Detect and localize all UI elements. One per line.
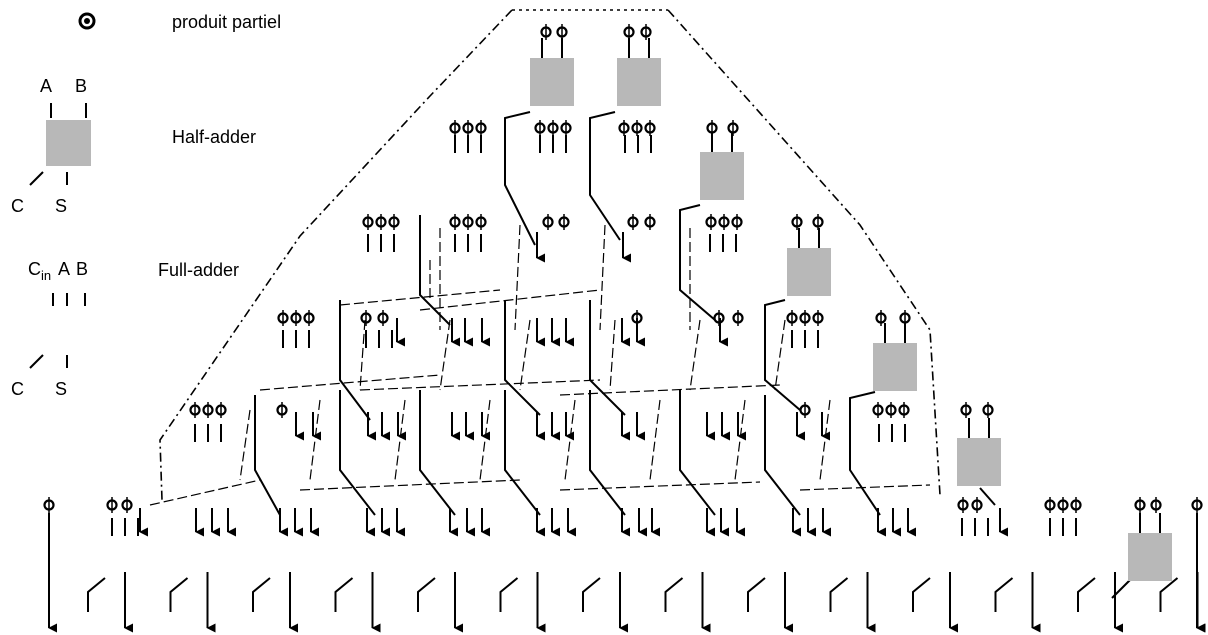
- intermediate-arrows: [139, 232, 1009, 537]
- partial-product-legend: produit partiel: [78, 12, 281, 32]
- tree-routing: [149, 224, 931, 506]
- carry-line: [747, 577, 766, 612]
- full-adder-label: Full-adder: [158, 260, 239, 280]
- half-adder-label: Half-adder: [172, 127, 256, 147]
- carry-line: [334, 577, 354, 612]
- full-adder-carry-in: C: [28, 259, 41, 279]
- half-adder-group: [530, 38, 1172, 581]
- half-adder-legend: A B C S Half-adder: [11, 76, 256, 216]
- tree-boundary: [159, 9, 941, 501]
- full-adder-sum: S: [55, 379, 67, 399]
- half-adder-box: [700, 152, 744, 200]
- half-adder-input-a: A: [40, 76, 52, 96]
- legend: produit partiel A B C S Half-adder C in …: [11, 12, 281, 399]
- carry-line: [1159, 577, 1179, 612]
- carry-line: [252, 577, 271, 612]
- half-adder-box: [617, 58, 661, 106]
- full-adder-carry-in-subscript: in: [41, 268, 51, 283]
- carry-line: [417, 577, 436, 612]
- half-adder-box: [1128, 533, 1172, 581]
- dot-icon: [78, 12, 96, 30]
- full-adder-input-b: B: [76, 259, 88, 279]
- carry-line: [664, 577, 684, 612]
- carry-line: [582, 577, 601, 612]
- partial-product-group: [43, 24, 1203, 513]
- tree-wires: [254, 111, 1131, 599]
- full-adder-carry: C: [11, 379, 24, 399]
- half-adder-carry: C: [11, 196, 24, 216]
- half-adder-box: [46, 120, 91, 166]
- output-row: [48, 513, 1206, 633]
- half-adder-box: [787, 248, 831, 296]
- carry-line: [912, 577, 931, 612]
- half-adder-box: [530, 58, 574, 106]
- carry-line: [994, 577, 1014, 612]
- half-adder-sum: S: [55, 196, 67, 216]
- half-adder-box: [873, 343, 917, 391]
- full-adder-legend: C in A B C S Full-adder: [11, 259, 239, 399]
- partial-product-label: produit partiel: [172, 12, 281, 32]
- full-adder-inputs: [111, 135, 1077, 536]
- half-adder-box: [957, 438, 1001, 486]
- half-adder-input-b: B: [75, 76, 87, 96]
- carry-line: [829, 577, 849, 612]
- carry-line: [1077, 577, 1096, 612]
- carry-line: [499, 577, 519, 612]
- carry-line: [169, 577, 189, 612]
- full-adder-input-a: A: [58, 259, 70, 279]
- carry-line: [87, 577, 106, 612]
